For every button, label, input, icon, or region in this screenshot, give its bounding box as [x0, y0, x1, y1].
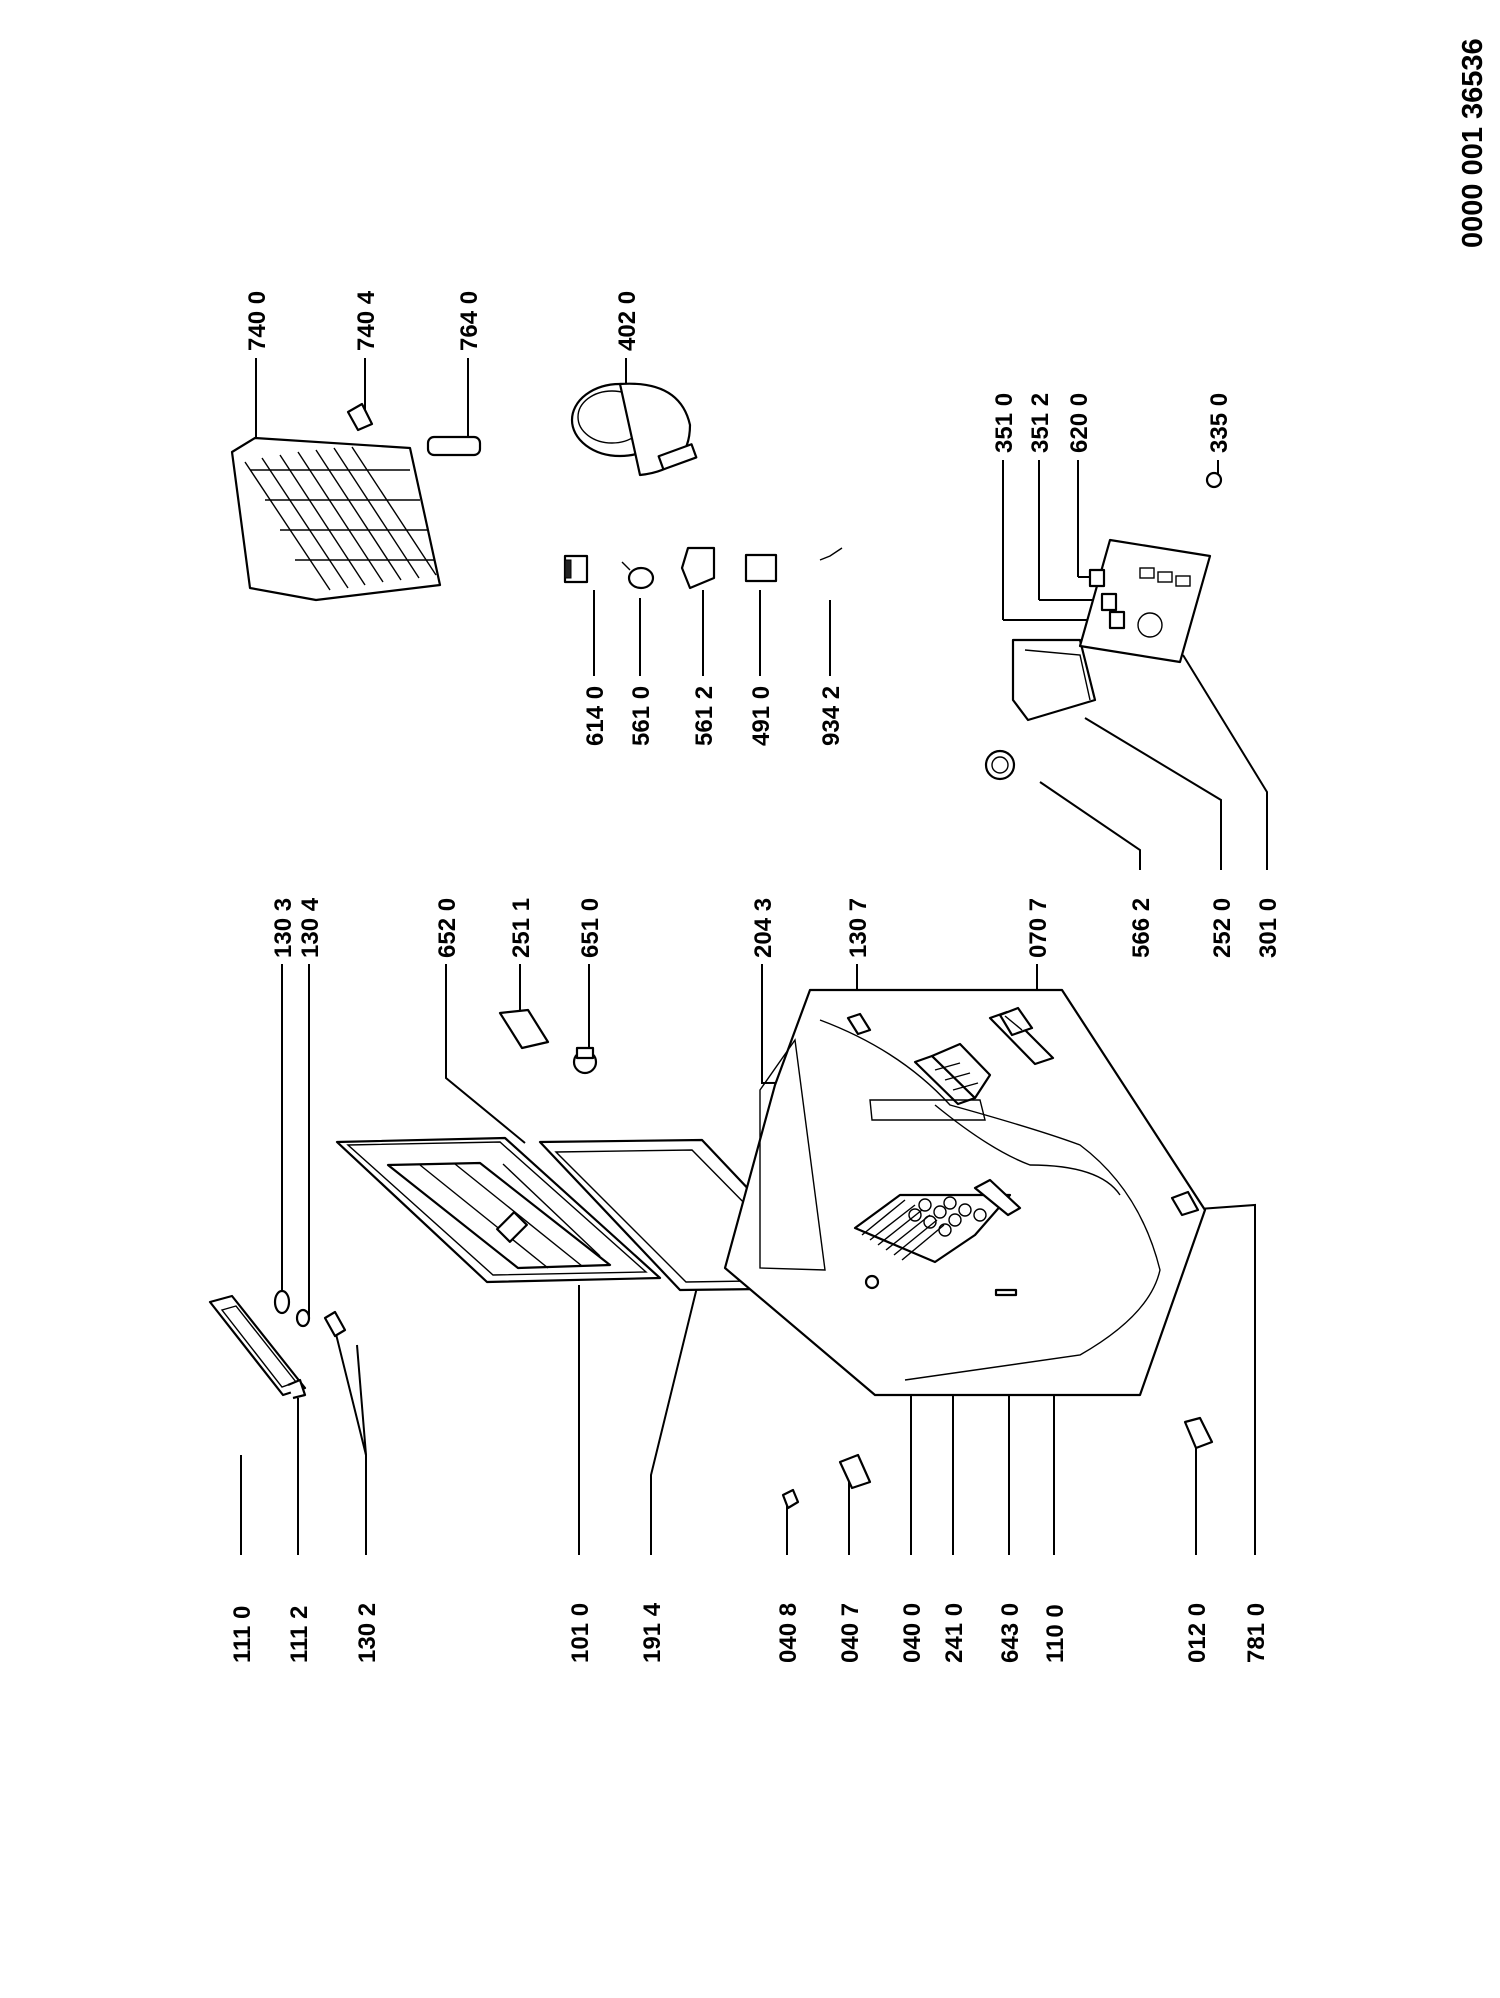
label-111-2: 111 2	[286, 1606, 313, 1663]
label-130-4: 130 4	[297, 897, 324, 958]
clip-040-8	[781, 1488, 800, 1510]
label-070-7: 070 7	[1025, 898, 1052, 958]
label-040-8: 040 8	[775, 1603, 802, 1663]
switch-351	[1108, 610, 1126, 630]
label-351-0: 351 0	[991, 393, 1018, 453]
label-643-0: 643 0	[997, 1603, 1024, 1663]
hinge-spring-130-2	[323, 1310, 347, 1338]
cabinet-outer	[723, 988, 1207, 1397]
label-934-2: 934 2	[818, 686, 845, 746]
compressor-402	[570, 382, 698, 477]
lamp-620	[1088, 568, 1106, 588]
foot-040-7	[838, 1453, 872, 1490]
thermostat-knob-566	[984, 749, 1016, 781]
label-012-0: 012 0	[1184, 1603, 1211, 1663]
label-335-0: 335 0	[1206, 393, 1233, 453]
label-040-7: 040 7	[837, 1603, 864, 1663]
switch-351-2	[1100, 592, 1118, 612]
drain-plug-040	[864, 1274, 880, 1290]
label-614-0: 614 0	[582, 686, 609, 746]
label-740-4: 740 4	[353, 290, 380, 351]
label-561-0: 561 0	[628, 686, 655, 746]
lid-inner-panel	[386, 1161, 612, 1270]
label-110-0: 110 0	[1042, 1604, 1069, 1663]
lid-inner-gasket-line	[346, 1141, 648, 1276]
filter-drier-764	[426, 435, 482, 457]
label-241-0: 241 0	[941, 1603, 968, 1663]
label-204-3: 204 3	[750, 898, 777, 958]
label-402-0: 402 0	[614, 291, 641, 351]
hinge-bush-130-4	[295, 1308, 311, 1328]
label-101-0: 101 0	[567, 1603, 594, 1663]
handle-251	[498, 1008, 550, 1050]
lamp-651	[572, 1046, 598, 1075]
label-130-7: 130 7	[845, 898, 872, 958]
hinge-part-111-2	[287, 1378, 307, 1400]
plate-781	[1170, 1190, 1200, 1217]
label-781-0: 781 0	[1243, 1603, 1270, 1663]
condenser-coil-740	[230, 436, 442, 602]
label-764-0: 764 0	[456, 291, 483, 351]
block-491	[744, 553, 778, 583]
label-191-4: 191 4	[639, 1602, 666, 1663]
label-252-0: 252 0	[1209, 898, 1236, 958]
part-labels: 0000 001 36536 111 0 111 2 130 2 101 0 1…	[229, 38, 1489, 1663]
label-040-0: 040 0	[899, 1603, 926, 1663]
screw-335	[1205, 471, 1223, 489]
label-251-1: 251 1	[508, 898, 535, 958]
label-491-0: 491 0	[748, 686, 775, 746]
wire-basket-241	[853, 1193, 1012, 1264]
control-panel-group	[984, 471, 1223, 781]
hinge-bush-130-3	[273, 1289, 291, 1315]
freezer-basket-204	[869, 1042, 992, 1121]
control-box-252	[1011, 638, 1097, 722]
label-652-0: 652 0	[434, 898, 461, 958]
label-301-0: 301 0	[1255, 898, 1282, 958]
wire-934	[819, 547, 843, 561]
small-electrical-parts	[563, 546, 843, 590]
shelf-110	[973, 1178, 1022, 1217]
label-130-2: 130 2	[354, 1603, 381, 1663]
bracket-561-2	[680, 546, 716, 590]
capacitor-561	[621, 561, 655, 590]
label-740-0: 740 0	[244, 291, 271, 351]
indicator-070-7	[998, 1006, 1034, 1037]
label-130-3: 130 3	[270, 898, 297, 958]
label-620-0: 620 0	[1066, 393, 1093, 453]
document-id: 0000 001 36536	[1457, 38, 1489, 248]
label-566-2: 566 2	[1128, 898, 1155, 958]
label-111-0: 111 0	[229, 1606, 256, 1663]
label-651-0: 651 0	[577, 898, 604, 958]
feet-012	[1183, 1416, 1214, 1450]
cabinet-body	[723, 988, 1214, 1510]
divider-643	[994, 1288, 1018, 1297]
lid-lock-652	[496, 1211, 528, 1243]
coil-bracket-740-4	[346, 402, 374, 432]
hinge-cover-111	[208, 1294, 307, 1397]
label-561-2: 561 2	[691, 686, 718, 746]
hook-130-7	[846, 1012, 872, 1036]
control-panel-301	[1078, 538, 1212, 664]
label-351-2: 351 2	[1027, 393, 1054, 453]
